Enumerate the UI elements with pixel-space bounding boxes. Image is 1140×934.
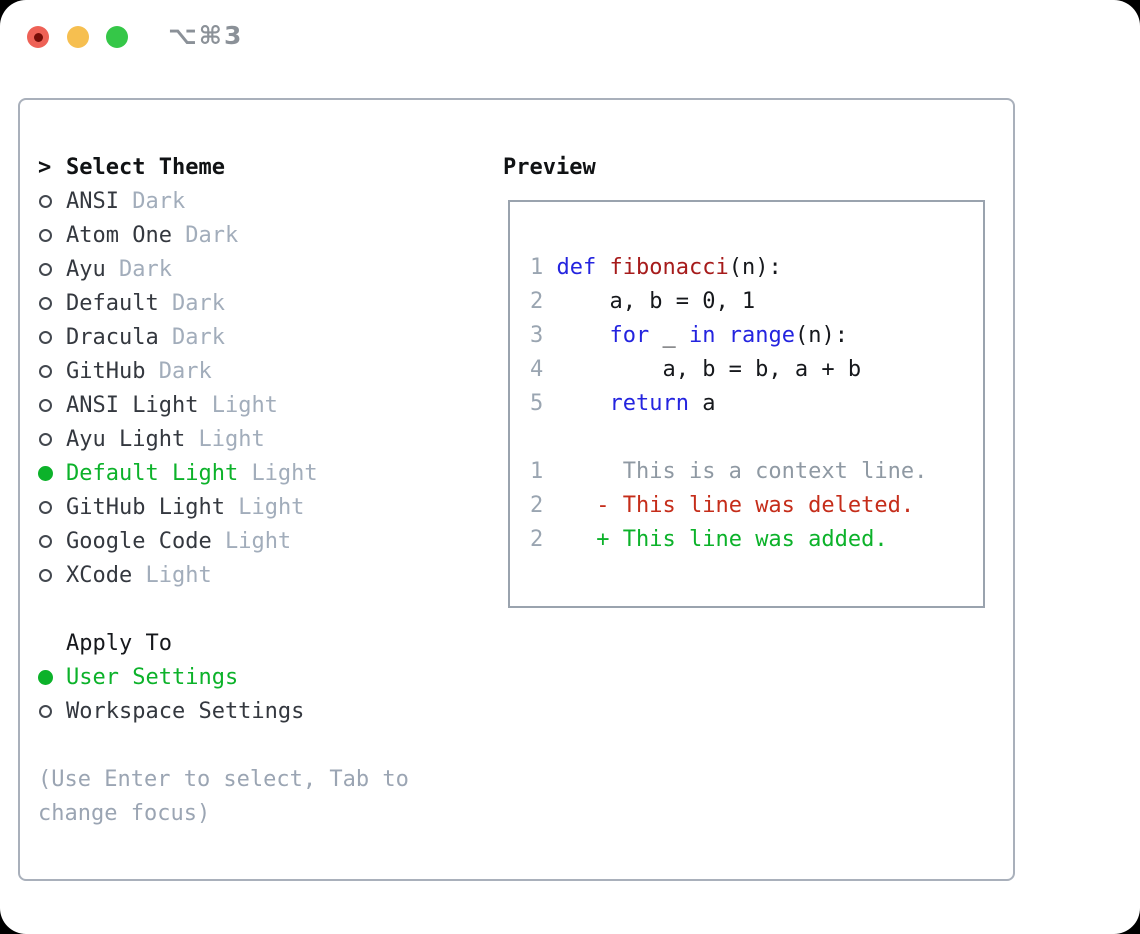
window-title: ⌥⌘3 [168, 21, 244, 50]
spacer [38, 728, 409, 762]
theme-name: Ayu [66, 256, 106, 282]
theme-variant-tag: Dark [185, 222, 239, 248]
theme-option-ayu-light[interactable]: Ayu Light Light [38, 422, 409, 456]
theme-option-atom-one[interactable]: Atom One Dark [38, 218, 409, 252]
theme-variant-tag: Light [251, 460, 318, 486]
preview-code-line: 4 a, b = b, a + b [530, 357, 862, 382]
radio-selected-icon [38, 465, 66, 481]
radio-icon [38, 398, 66, 412]
theme-option-ansi[interactable]: ANSI Dark [38, 184, 409, 218]
theme-option-default-light[interactable]: Default Light Light [38, 456, 409, 490]
theme-option-ansi-light[interactable]: ANSI Light Light [38, 388, 409, 422]
hint-line: change focus) [38, 800, 211, 826]
theme-variant-tag: Dark [171, 290, 225, 316]
theme-name: ANSI Light [66, 392, 199, 418]
spacer [38, 592, 409, 626]
theme-name: ANSI [66, 188, 119, 214]
theme-variant-tag: Dark [158, 358, 212, 384]
radio-icon [38, 194, 66, 208]
theme-name: Ayu Light [66, 426, 186, 452]
theme-name: Dracula [66, 324, 159, 350]
preview-code-line: 3 for _ in range(n): [530, 323, 848, 348]
radio-icon [38, 228, 66, 242]
prompt-icon: > [38, 154, 52, 180]
radio-icon [38, 500, 66, 514]
select-theme-title: Select Theme [66, 154, 225, 180]
hint-text: (Use Enter to select, Tab to change focus… [38, 762, 409, 830]
theme-option-google-code[interactable]: Google Code Light [38, 524, 409, 558]
theme-name: Default [66, 290, 159, 316]
preview-code-line: 1 This is a context line. [530, 459, 928, 484]
window-minimize-button[interactable] [67, 26, 89, 48]
theme-option-github[interactable]: GitHub Dark [38, 354, 409, 388]
preview-code-line: 2 + This line was added. [530, 527, 888, 552]
radio-icon [38, 704, 66, 718]
preview-title: Preview [503, 154, 596, 180]
theme-option-xcode[interactable]: XCode Light [38, 558, 409, 592]
theme-option-dracula[interactable]: Dracula Dark [38, 320, 409, 354]
radio-icon [38, 364, 66, 378]
theme-name: GitHub [66, 358, 146, 384]
theme-name: XCode [66, 562, 133, 588]
theme-variant-tag: Light [198, 426, 265, 452]
theme-variant-tag: Light [224, 528, 292, 554]
theme-variant-tag: Dark [119, 256, 172, 282]
apply-to-header: Apply To [38, 626, 409, 660]
theme-name: GitHub Light [66, 494, 225, 520]
preview-code-line: 2 a, b = 0, 1 [530, 289, 756, 314]
preview-code-line: 5 return a [530, 391, 716, 416]
theme-name: Default Light [66, 460, 239, 486]
theme-option-github-light[interactable]: GitHub Light Light [38, 490, 409, 524]
theme-variant-tag: Dark [132, 188, 186, 214]
theme-variant-tag: Dark [171, 324, 225, 350]
preview-box: 1 def fibonacci(n): 2 a, b = 0, 1 3 for _ … [508, 200, 985, 608]
window-close-button[interactable] [27, 26, 49, 48]
radio-icon [38, 534, 66, 548]
apply-option-label: User Settings [66, 664, 239, 690]
preview-code-line: 2 - This line was deleted. [530, 493, 915, 518]
theme-name: Atom One [66, 222, 172, 248]
theme-option-default[interactable]: Default Dark [38, 286, 409, 320]
hint-line: (Use Enter to select, Tab to [38, 766, 409, 792]
apply-option-user-settings[interactable]: User Settings [38, 660, 409, 694]
preview-code-line: 1 def fibonacci(n): [530, 255, 782, 280]
radio-icon [38, 262, 66, 276]
radio-icon [38, 330, 66, 344]
theme-variant-tag: Light [238, 494, 305, 520]
radio-icon [38, 296, 66, 310]
theme-variant-tag: Light [145, 562, 212, 588]
apply-option-label: Workspace Settings [66, 698, 305, 724]
preview-code-line [530, 421, 983, 455]
window-zoom-button[interactable] [106, 26, 128, 48]
theme-name: Google Code [66, 528, 212, 554]
apply-to-title: Apply To [66, 630, 172, 656]
select-theme-header: > Select Theme [38, 150, 409, 184]
radio-selected-icon [38, 669, 66, 685]
theme-variant-tag: Light [211, 392, 278, 418]
radio-icon [38, 568, 66, 582]
apply-option-workspace-settings[interactable]: Workspace Settings [38, 694, 409, 728]
radio-icon [38, 432, 66, 446]
theme-option-ayu[interactable]: Ayu Dark [38, 252, 409, 286]
close-button-dot-icon [33, 32, 43, 42]
